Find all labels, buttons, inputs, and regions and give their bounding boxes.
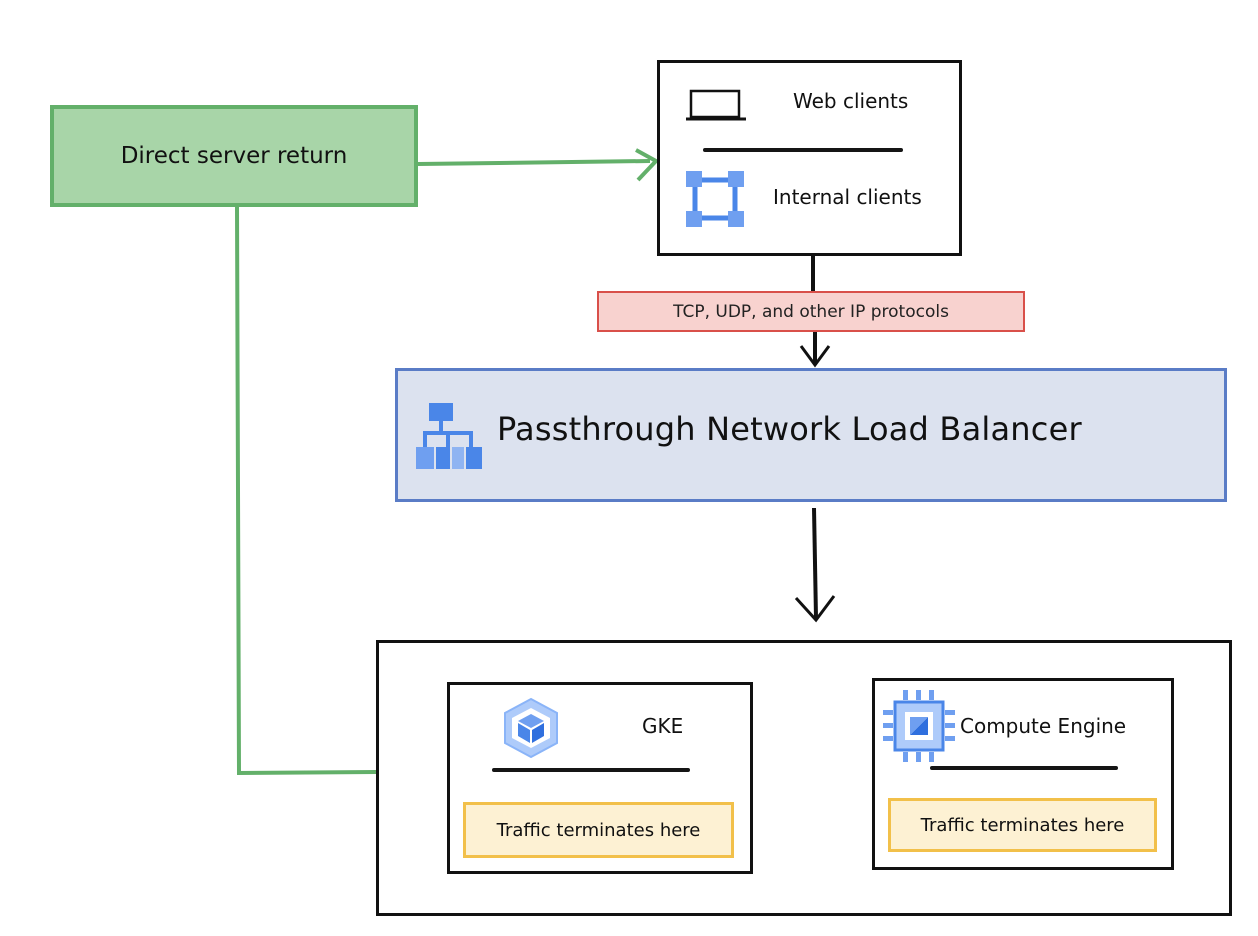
- web-clients-label: Web clients: [793, 89, 909, 113]
- protocol-to-lb-arrowhead: [799, 345, 831, 368]
- compute-engine-traffic-terminates-label: Traffic terminates here: [920, 814, 1125, 836]
- lb-to-backends-line: [812, 507, 818, 619]
- compute-engine-traffic-terminates: Traffic terminates here: [888, 798, 1157, 852]
- dsr-to-clients-arrow: [417, 159, 651, 166]
- protocol-badge: TCP, UDP, and other IP protocols: [597, 291, 1025, 332]
- internal-clients-icon: [686, 171, 744, 227]
- gke-traffic-terminates-label: Traffic terminates here: [496, 819, 701, 841]
- protocol-badge-label: TCP, UDP, and other IP protocols: [673, 301, 949, 322]
- gke-divider: [492, 768, 690, 772]
- gke-label: GKE: [642, 714, 684, 738]
- gke-traffic-terminates: Traffic terminates here: [463, 802, 734, 858]
- compute-engine-divider: [930, 766, 1118, 770]
- compute-engine-label: Compute Engine: [960, 714, 1127, 738]
- load-balancer-box: [395, 368, 1227, 502]
- direct-server-return-label: Direct server return: [120, 143, 348, 169]
- compute-engine-icon: [883, 690, 955, 762]
- dsr-arrowhead: [635, 148, 658, 182]
- load-balancer-title: Passthrough Network Load Balancer: [497, 410, 1082, 448]
- lb-to-backends-arrowhead: [794, 595, 836, 623]
- clients-divider: [703, 148, 903, 152]
- clients-box: [657, 60, 962, 256]
- dsr-return-line: [235, 206, 377, 776]
- direct-server-return-box: Direct server return: [50, 105, 418, 207]
- gke-icon: [504, 697, 558, 759]
- load-balancer-icon: [416, 403, 482, 469]
- laptop-icon: [686, 89, 746, 121]
- internal-clients-label: Internal clients: [773, 185, 922, 209]
